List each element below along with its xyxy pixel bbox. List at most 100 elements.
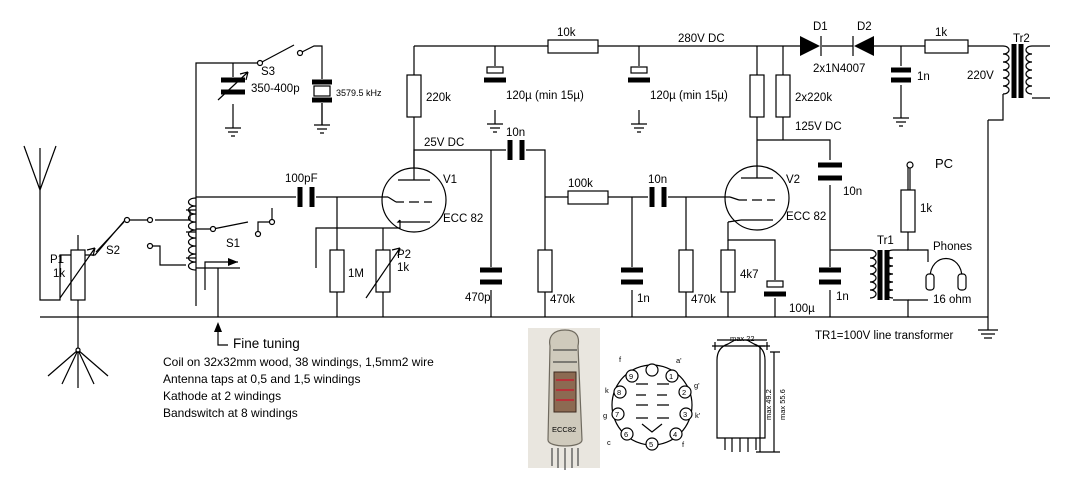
note-coil: Coil on 32x32mm wood, 38 windings, 1,5mm… [163, 355, 434, 369]
label-120u-b: 120µ (min 15µ) [650, 90, 728, 102]
label-2x220k: 2x220k [795, 92, 832, 104]
label-tr1: Tr1 [877, 235, 894, 247]
label-100pf: 100pF [285, 173, 318, 185]
fine-tuning-label: Fine tuning [233, 336, 300, 351]
transformer-tr2 [988, 44, 1050, 121]
label-1n-out: 1n [836, 291, 849, 303]
label-4k7: 4k7 [740, 269, 759, 281]
pin-name-f2: f [682, 440, 685, 449]
label-25v: 25V DC [424, 137, 464, 149]
note-bandswitch: Bandswitch at 8 windings [163, 406, 298, 420]
tube-v1 [381, 167, 447, 233]
label-100u: 100µ [789, 303, 815, 315]
diodes [800, 36, 874, 56]
potentiometer-p1 [70, 249, 86, 301]
pin-label-4: 4 [673, 430, 677, 439]
label-1n-mid: 1n [637, 293, 650, 305]
label-s1: S1 [226, 238, 240, 250]
label-1m: 1M [348, 268, 364, 280]
label-10k: 10k [557, 27, 576, 39]
headphones-icon [925, 257, 967, 291]
resistor-4k7 [720, 249, 736, 293]
resistor-470k-b [678, 249, 694, 293]
pc-terminal [906, 161, 914, 190]
label-tr2: Tr2 [1013, 33, 1030, 45]
resistor-1k-pc [900, 189, 916, 233]
pin-label-6: 6 [624, 430, 628, 439]
pin-name-a-prime: a' [676, 356, 682, 365]
label-470k-b: 470k [691, 294, 716, 306]
pin-name-k: k [605, 386, 609, 395]
ground-symbols [47, 103, 998, 388]
pin-label-5: 5 [649, 440, 653, 449]
label-d2: D2 [857, 21, 872, 33]
label-pc: PC [935, 156, 953, 171]
resistor-470k-a [537, 249, 553, 293]
pin-label-9: 9 [629, 372, 633, 381]
pin-name-g-prime: g' [694, 381, 700, 390]
label-16ohm: 16 ohm [933, 294, 971, 306]
pin-label-8: 8 [617, 388, 621, 397]
label-p1-val: 1k [53, 268, 65, 280]
resistors [59, 39, 969, 301]
note-kathode: Kathode at 2 windings [163, 389, 282, 403]
label-10n-a: 10n [506, 127, 525, 139]
tube-print: ECC82 [552, 425, 576, 434]
pin-label-1: 1 [669, 372, 673, 381]
label-v2-type: ECC 82 [786, 211, 826, 223]
component-labels: 10k 280V DC D1 D2 2x1N4007 1k Tr2 220V 1… [50, 21, 1030, 342]
label-p1: P1 [50, 254, 64, 266]
resistor-1m [329, 249, 345, 293]
label-10n-c: 10n [843, 186, 862, 198]
tube-dimension-drawing: max 22 max 49.2 max 55.6 [712, 334, 787, 453]
switches [95, 44, 304, 253]
label-p2: P2 [397, 249, 411, 261]
label-phones: Phones [933, 241, 972, 253]
tube-photo: ECC82 [528, 328, 600, 470]
label-v1: V1 [443, 174, 457, 186]
label-220v: 220V [967, 70, 994, 82]
label-tr1-note: TR1=100V line transformer [815, 330, 954, 342]
pin-label-2: 2 [682, 388, 686, 397]
label-1k-pc: 1k [920, 203, 932, 215]
dim-max55: max 55.6 [778, 389, 787, 420]
label-280v: 280V DC [678, 33, 725, 45]
dim-max22: max 22 [730, 334, 755, 343]
label-s3: S3 [261, 66, 275, 78]
dim-max49: max 49.2 [764, 389, 773, 420]
label-350-400p: 350-400p [251, 83, 300, 95]
pin-label-7: 7 [615, 410, 619, 419]
tube-v2 [724, 165, 790, 231]
label-470p: 470p [465, 292, 491, 304]
resistor-100k [567, 190, 609, 205]
label-220k: 220k [426, 92, 451, 104]
label-s2: S2 [106, 245, 120, 257]
label-120u-a: 120µ (min 15µ) [506, 90, 584, 102]
potentiometer-p2 [375, 249, 391, 293]
pin-name-k-prime: k' [695, 411, 701, 420]
label-10n-b: 10n [648, 174, 667, 186]
label-1k-top: 1k [935, 27, 947, 39]
note-antenna-taps: Antenna taps at 0,5 and 1,5 windings [163, 372, 361, 386]
tuning-coil [187, 197, 238, 346]
label-100k: 100k [568, 178, 593, 190]
resistor-2x220k-a [749, 74, 765, 118]
pin-label-3: 3 [683, 410, 687, 419]
resistor-10k [547, 39, 599, 54]
antenna-symbol [23, 145, 57, 191]
pin-name-g: g [603, 411, 607, 420]
label-v2: V2 [786, 174, 800, 186]
transformer-tr1 [869, 249, 894, 300]
resistor-220k [406, 74, 422, 118]
capacitors [217, 66, 911, 297]
label-1n-top: 1n [917, 71, 930, 83]
label-p2-val: 1k [397, 262, 409, 274]
label-470k-a: 470k [550, 294, 575, 306]
pin-name-f: f [619, 355, 622, 364]
label-v1-type: ECC 82 [443, 213, 483, 225]
label-125v: 125V DC [795, 121, 842, 133]
label-d1: D1 [813, 21, 828, 33]
resistor-1k-top [924, 39, 969, 54]
